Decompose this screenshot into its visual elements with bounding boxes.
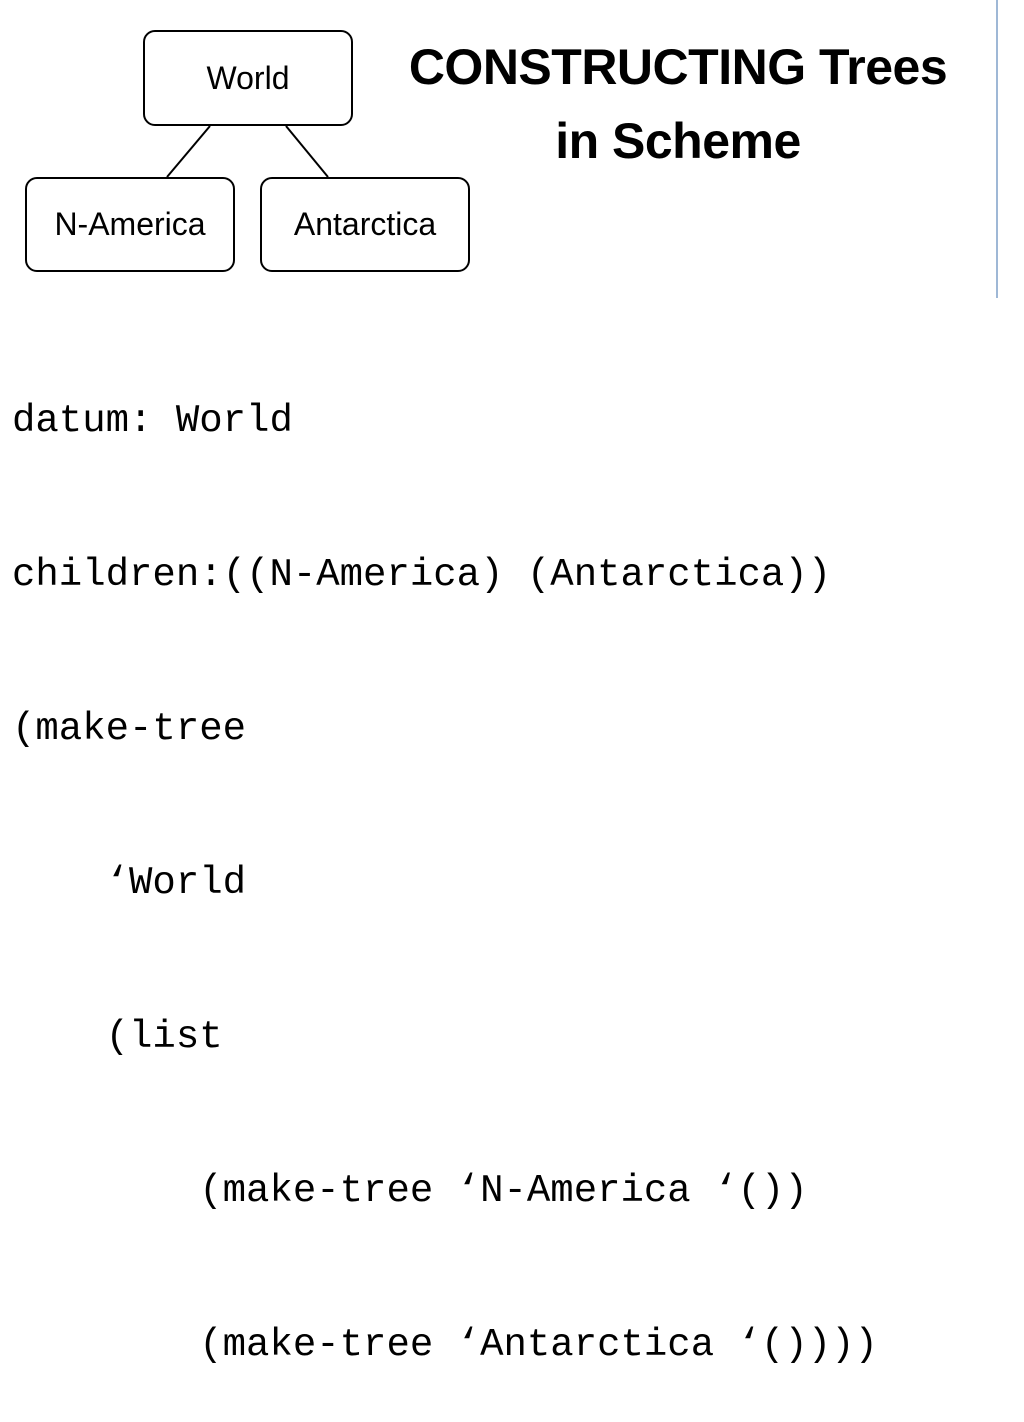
code-block: datum: World children:((N-America) (Anta… [12, 300, 878, 1422]
tree-node-antarctica-label: Antarctica [293, 206, 437, 242]
tree-diagram [166, 125, 329, 178]
code-line: (make-tree [12, 707, 247, 751]
slide-title-line-1: CONSTRUCTING Trees [408, 39, 948, 95]
code-line: datum: World [12, 399, 293, 443]
code-line: (make-tree ‘N-America ‘()) [12, 1169, 808, 1213]
edge-world-antarctica [285, 125, 329, 178]
slide-title: CONSTRUCTING Trees in Scheme [378, 30, 978, 178]
tree-node-antarctica: Antarctica [260, 177, 470, 272]
code-line: (list [12, 1015, 223, 1059]
slide-title-line-2: in Scheme [555, 113, 801, 169]
tree-node-world: World [143, 30, 353, 126]
tree-node-world-label: World [206, 59, 290, 96]
edge-world-namerica [166, 125, 211, 178]
tree-node-n-america: N-America [25, 177, 235, 272]
tree-node-n-america-label: N-America [54, 206, 206, 242]
code-line: ‘World [12, 861, 247, 905]
code-line: (make-tree ‘Antarctica ‘()))) [12, 1323, 878, 1367]
code-line: children:((N-America) (Antarctica)) [12, 553, 832, 597]
slide-border-line [996, 0, 998, 298]
